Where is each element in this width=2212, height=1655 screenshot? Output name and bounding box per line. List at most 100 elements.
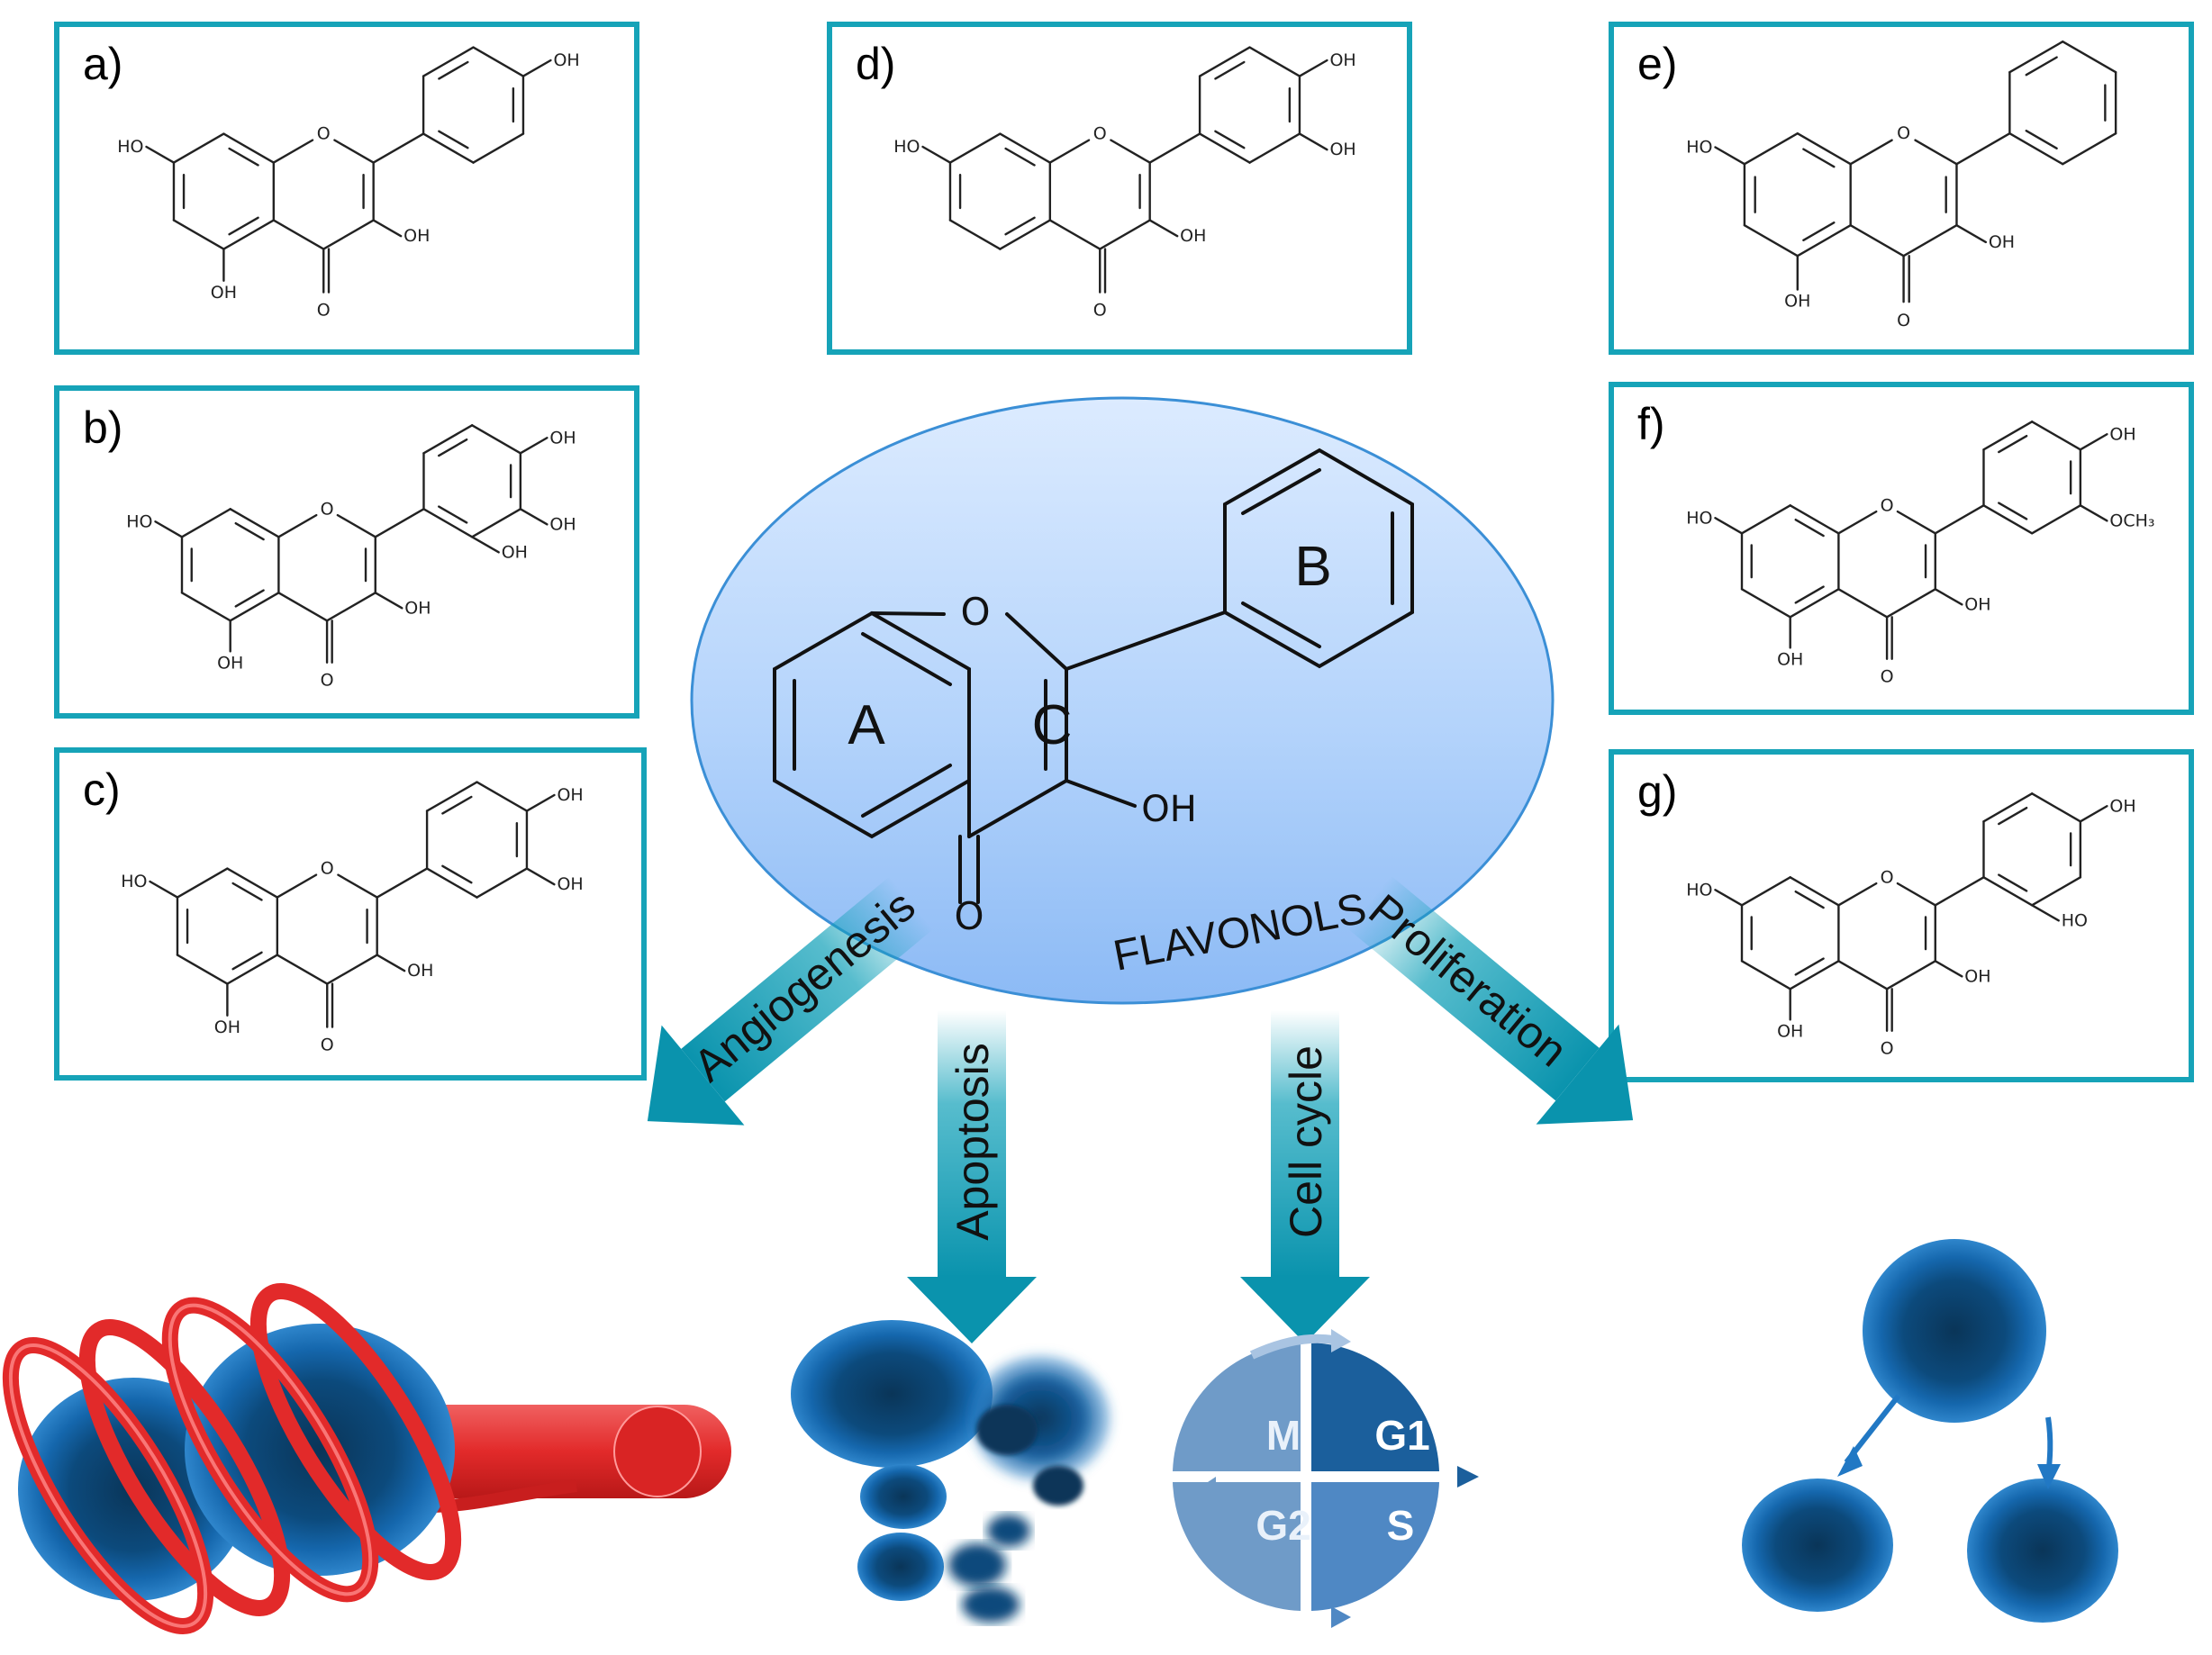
carbonyl-oxygen-atom: O — [1897, 311, 1910, 330]
bond — [1048, 139, 1091, 164]
bond — [1214, 130, 1246, 149]
substituent-bond — [1934, 588, 1963, 606]
bond — [1004, 147, 1036, 167]
bond — [1998, 434, 2028, 454]
bond — [2025, 130, 2058, 149]
bond — [1148, 132, 1201, 164]
phase-g1-quadrant — [1311, 1343, 1439, 1471]
substituent-bond — [1714, 146, 1746, 166]
bond — [1934, 504, 1985, 535]
bond — [425, 867, 478, 899]
substituent-label: OH — [403, 226, 430, 246]
bond — [231, 951, 263, 971]
ring-a-label: A — [848, 694, 885, 756]
bond — [172, 132, 225, 164]
bond — [222, 132, 276, 164]
bond — [1740, 960, 1791, 990]
bond — [231, 882, 263, 901]
bond — [326, 954, 378, 985]
bond — [1998, 502, 2028, 520]
substituent-bond — [1714, 517, 1744, 535]
bond — [272, 219, 325, 250]
bond — [2008, 41, 2064, 74]
ring-oxygen-atom: O — [321, 499, 334, 519]
substituent-label: OH — [2109, 424, 2135, 444]
bond — [1794, 957, 1825, 976]
bond — [176, 954, 229, 985]
substituent-bond — [374, 592, 403, 610]
bond — [2030, 421, 2082, 451]
bond — [422, 132, 475, 164]
bond — [1789, 876, 1840, 907]
substituent-label: HO — [893, 137, 920, 157]
bond — [2030, 504, 2082, 535]
bond — [1934, 876, 1985, 907]
substituent-bond — [1714, 889, 1744, 907]
arrow-label-cell-cycle: Cell cycle — [1281, 1045, 1331, 1238]
bond — [336, 513, 376, 538]
bond — [999, 219, 1052, 250]
ring-oxygen-atom: O — [317, 124, 331, 144]
substituent-label: OH — [404, 598, 431, 618]
substituent-label: HO — [126, 511, 152, 531]
phase-m-label: M — [1266, 1412, 1301, 1459]
carbonyl-oxygen-atom: O — [317, 301, 331, 321]
substituent-label: OH — [1329, 50, 1355, 70]
bond — [1982, 421, 2034, 451]
bond — [1743, 131, 1800, 166]
substituent-label: OH — [1777, 649, 1803, 669]
bond — [1789, 504, 1840, 535]
bond — [1789, 588, 1840, 619]
bond — [325, 592, 376, 622]
core-ring-oxygen: O — [960, 590, 990, 634]
substituent-bond — [2079, 433, 2108, 451]
bond — [2030, 792, 2082, 823]
bond — [1955, 131, 2011, 166]
bond — [1849, 223, 1905, 258]
bond — [172, 219, 225, 250]
bond — [438, 505, 468, 524]
bond — [2008, 131, 2064, 166]
bond — [438, 60, 469, 80]
bond — [226, 867, 279, 899]
bond — [1802, 148, 1836, 168]
molecule-label-c: c) — [83, 764, 121, 815]
bond — [1214, 60, 1246, 80]
substituent-bond — [376, 954, 406, 972]
substituent-label: OH — [407, 961, 433, 981]
bond — [476, 781, 529, 812]
bond — [272, 139, 314, 164]
ring-oxygen-atom: O — [1881, 495, 1894, 515]
bond — [228, 216, 259, 236]
substituent-label: OH — [549, 428, 576, 448]
substituent-label: OH — [553, 50, 579, 70]
bond — [276, 873, 318, 899]
bond — [228, 147, 259, 167]
bond — [1794, 890, 1825, 909]
arrow-angiogenesis: Angiogenesis — [647, 876, 933, 1126]
bond — [1099, 219, 1151, 250]
substituent-bond — [519, 508, 548, 526]
bond — [470, 508, 522, 538]
bond — [1896, 510, 1936, 535]
substituent-label: OH — [2109, 796, 2135, 816]
substituent-label: OH — [1989, 232, 2015, 252]
arrow-proliferation: Proliferation — [1347, 875, 1634, 1125]
bond — [374, 508, 425, 538]
substituent-label: OH — [217, 653, 243, 673]
bond — [441, 795, 473, 815]
bond — [422, 508, 474, 538]
bond — [234, 521, 265, 541]
bond — [1743, 223, 1800, 258]
bond — [1198, 46, 1251, 77]
